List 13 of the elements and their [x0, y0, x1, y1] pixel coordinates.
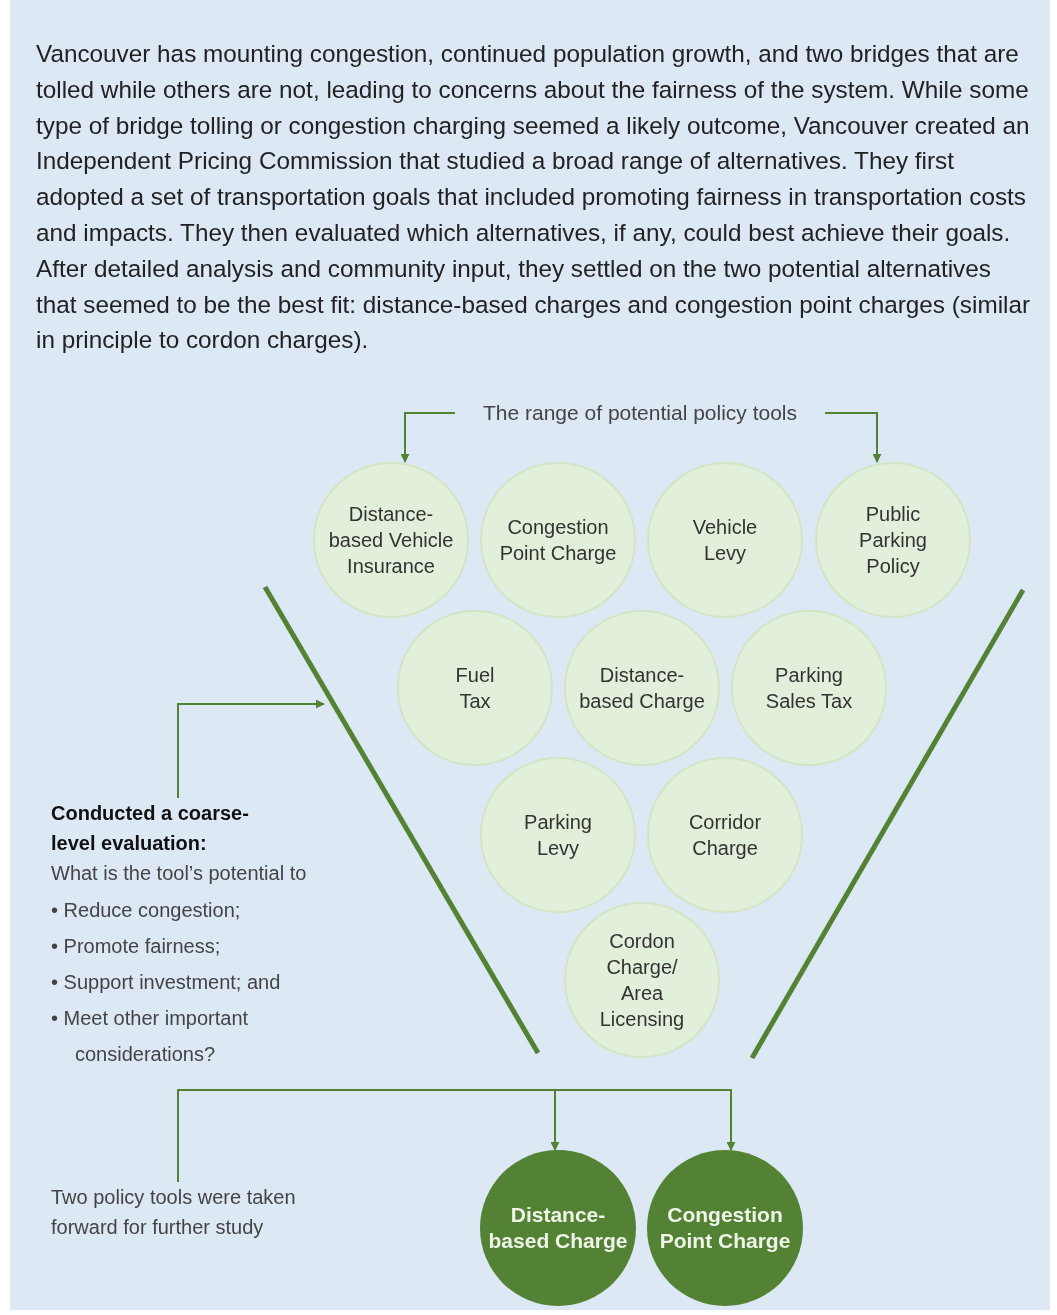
- arrow: [824, 412, 882, 463]
- bullet-item: • Support investment; and: [51, 970, 282, 995]
- arrow: [177, 699, 325, 799]
- arrow: [400, 412, 456, 463]
- section-heading: The range of potential policy tools: [482, 400, 798, 426]
- note-text: Two policy tools were taken forward for further study: [51, 1185, 297, 1240]
- heading: Conducted a coarse-level evaluation:: [51, 801, 250, 856]
- bullet-item: • Reduce congestion;: [51, 898, 242, 923]
- intro-paragraph: Vancouver has mounting congestion, continued population growth, and two bridges that are tolled while others are not, leading to concerns about the fairness of the system. While some type of bridge tolling or congestion charging seemed a likely outcome, Vancouver created an Independent Pricing Commission that studied a broad range of alternatives. They first adopted a set of transportation goals that included promoting fairness in transportation costs and impacts. They then evaluated which alternatives, if any, could best achieve their goals. After detailed analysis and community input, they settled on the two potential alternatives that seemed to be the best fit: distance-based charges and congestion point charges (similar in principle to cordon charges).: [36, 39, 1032, 356]
- bullet-item: • Promote fairness;: [51, 934, 222, 959]
- arrow: [177, 1089, 736, 1183]
- bullet-item: • Meet other important considerations?: [51, 1006, 250, 1067]
- question-text: What is the tool’s potential to: [51, 861, 308, 886]
